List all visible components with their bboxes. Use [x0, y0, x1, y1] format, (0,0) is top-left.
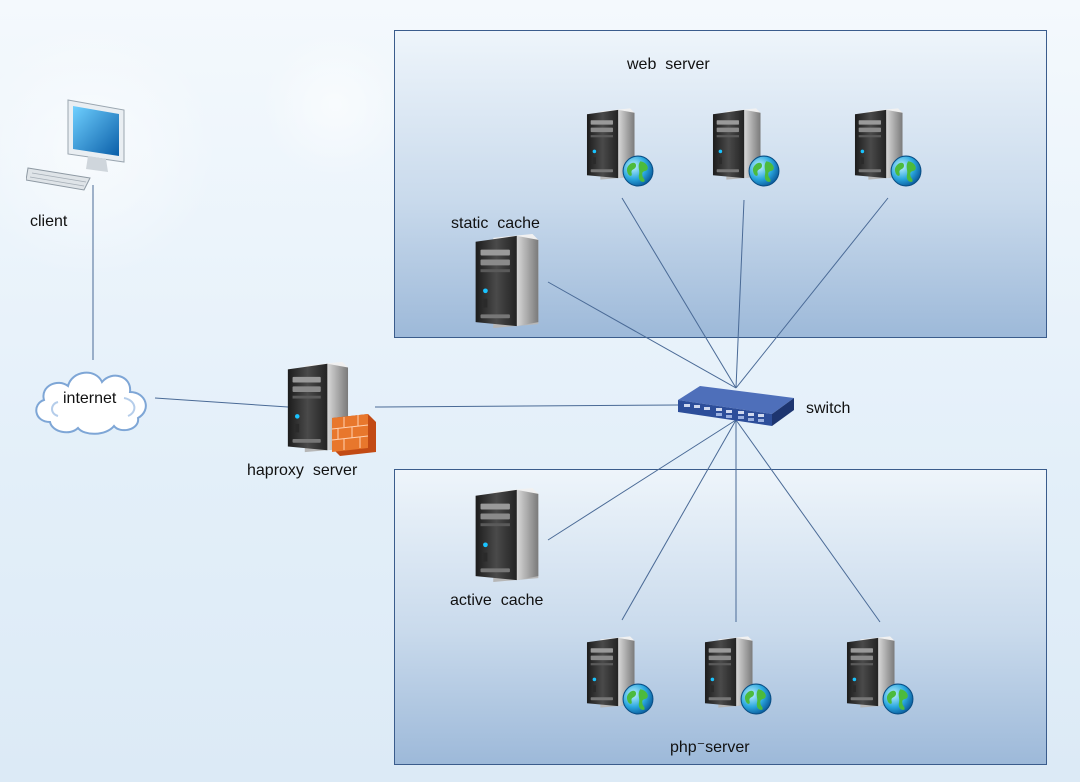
web-server-icon	[712, 108, 780, 187]
web-server-icon	[586, 108, 654, 187]
server-tower-icon	[475, 487, 539, 583]
link-haproxy-switch	[374, 404, 679, 408]
link-switch-php1	[621, 419, 737, 621]
link-switch-web2	[735, 199, 745, 389]
cloud-icon	[35, 371, 147, 435]
web-server-label: web server	[627, 56, 710, 73]
php-server-icon	[586, 636, 654, 715]
web-server-icon	[854, 108, 922, 187]
link-switch-active-cache	[547, 419, 737, 541]
desktop-computer-icon	[26, 99, 125, 191]
php-server-icon	[704, 636, 772, 715]
static-cache-label: static cache	[451, 215, 540, 232]
background-glow	[260, 30, 410, 180]
php-server-label: php⁻server	[670, 739, 750, 756]
php-server-zone	[394, 469, 1047, 765]
link-switch-web1	[621, 197, 737, 389]
network-switch-icon	[678, 386, 794, 426]
switch-label: switch	[806, 400, 851, 417]
link-switch-static-cache	[547, 281, 737, 389]
link-internet-haproxy	[154, 397, 289, 408]
client-label: client	[30, 213, 68, 230]
link-switch-php3	[735, 419, 881, 623]
link-switch-web3	[735, 197, 889, 389]
server-firewall-icon	[287, 361, 376, 456]
internet-label: internet	[63, 390, 117, 407]
active-cache-label: active cache	[450, 592, 544, 609]
haproxy-server-label: haproxy server	[247, 462, 358, 479]
server-tower-icon	[475, 233, 539, 329]
php-server-icon	[846, 636, 914, 715]
